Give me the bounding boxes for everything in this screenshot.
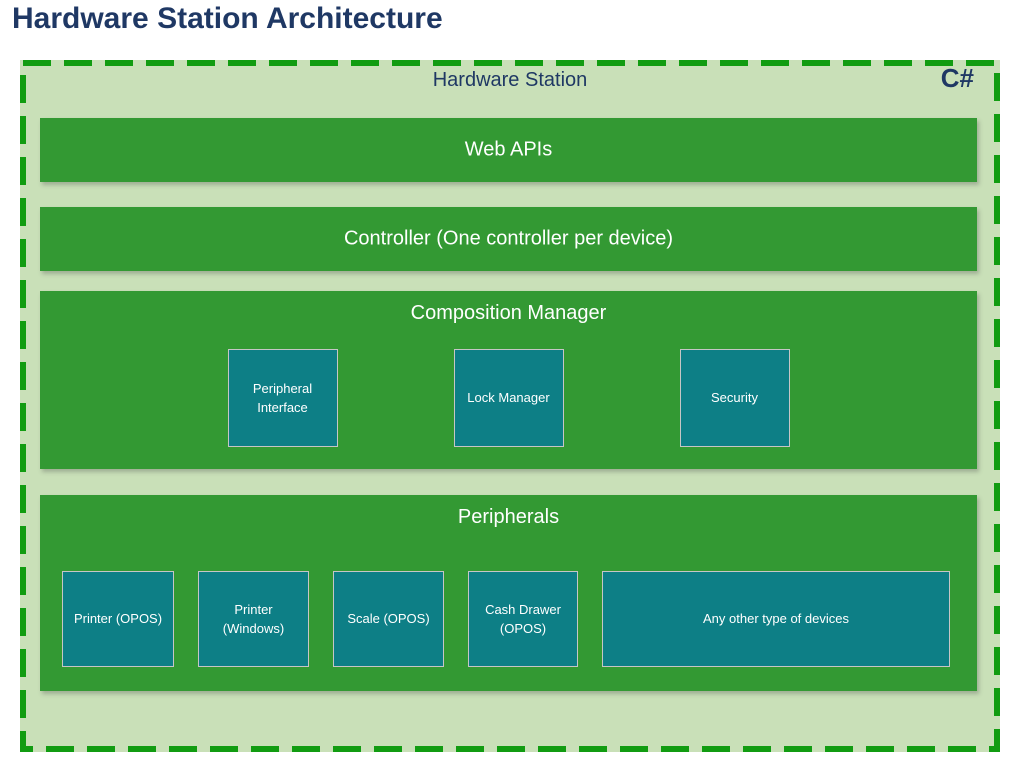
csharp-badge: C# xyxy=(940,63,974,93)
hardware-station-label: Hardware Station xyxy=(432,69,588,91)
box-printer-windows-label: Printer (Windows) xyxy=(222,601,285,637)
composition-box-row: Peripheral Interface Lock Manager Securi… xyxy=(40,349,977,447)
hardware-station-container: Hardware Station C# Web APIs Controller … xyxy=(20,60,1000,752)
layer-composition-manager: Composition Manager Peripheral Interface… xyxy=(40,291,977,469)
box-lock-manager: Lock Manager xyxy=(453,349,564,447)
layer-controller: Controller (One controller per device) xyxy=(40,207,977,271)
layer-peripherals: Peripherals Printer (OPOS) Printer (Wind… xyxy=(40,495,977,691)
peripherals-box-row: Printer (OPOS) Printer (Windows) Scale (… xyxy=(40,571,977,667)
box-cash-drawer-opos: Cash Drawer (OPOS) xyxy=(468,571,578,667)
box-printer-windows: Printer (Windows) xyxy=(198,571,309,667)
box-peripheral-interface: Peripheral Interface xyxy=(227,349,338,447)
box-security: Security xyxy=(679,349,790,447)
page-title: Hardware Station Architecture xyxy=(12,2,443,35)
box-cash-drawer-opos-label: Cash Drawer (OPOS) xyxy=(485,601,561,637)
controller-label: Controller (One controller per device) xyxy=(343,227,674,250)
box-lock-manager-label: Lock Manager xyxy=(467,390,550,406)
box-printer-opos: Printer (OPOS) xyxy=(62,571,174,667)
box-scale-opos: Scale (OPOS) xyxy=(333,571,444,667)
layer-web-apis: Web APIs xyxy=(40,118,977,182)
box-any-other-devices: Any other type of devices xyxy=(602,571,950,667)
web-apis-label: Web APIs xyxy=(464,138,553,161)
box-peripheral-interface-label: Peripheral Interface xyxy=(252,380,313,416)
peripherals-label: Peripherals xyxy=(457,506,560,528)
box-security-label: Security xyxy=(711,390,758,406)
composition-manager-label: Composition Manager xyxy=(410,302,607,324)
box-any-other-devices-label: Any other type of devices xyxy=(703,611,849,627)
box-scale-opos-label: Scale (OPOS) xyxy=(347,611,430,627)
box-printer-opos-label: Printer (OPOS) xyxy=(73,611,163,627)
